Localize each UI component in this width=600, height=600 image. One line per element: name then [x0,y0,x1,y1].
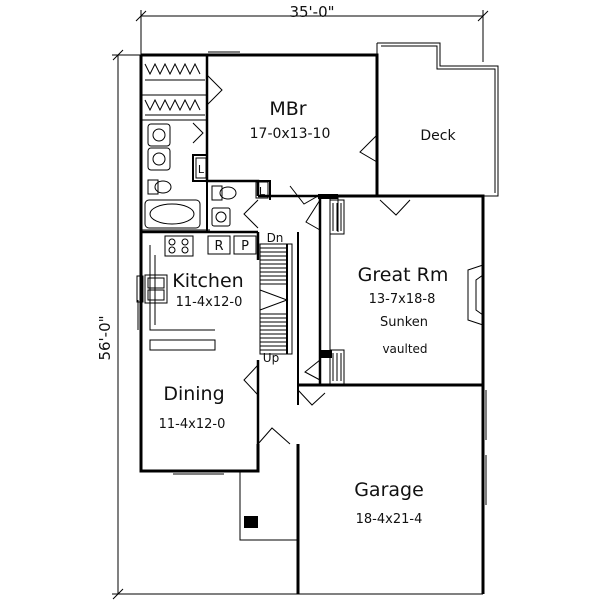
windows [137,51,240,475]
stairs-down-label: Dn [267,231,284,245]
deck [376,42,499,197]
room-mbr-name: MBr [269,98,306,120]
staircase [259,243,293,355]
hall-post-2 [320,350,332,358]
interior-walls [141,55,377,444]
room-mbr-size: 17-0x13-10 [250,126,331,142]
kitchen-fixtures [136,235,257,304]
room-garage-name: Garage [354,479,424,501]
room-great-rm-note2: vaulted [382,342,427,356]
pantry-label: P [241,239,249,254]
closet-shelving [144,62,205,116]
room-dining-size: 11-4x12-0 [159,417,226,432]
linen-label-2: L [259,185,266,198]
bath-fixtures [144,123,237,229]
stairs-up-label: Up [263,351,279,365]
dimension-width [135,10,489,62]
linen-label-1: L [198,163,205,176]
hall-post-1 [318,194,338,199]
linen-closet-2 [255,181,269,199]
dimension-depth [112,49,298,600]
fireplace [467,264,484,326]
room-kitchen-size: 11-4x12-0 [176,295,243,310]
room-great-rm-name: Great Rm [358,264,449,286]
dimension-width-label: 35'-0" [289,3,334,21]
room-great-rm-size: 13-7x18-8 [369,292,436,307]
front-walk [239,471,298,541]
room-dining-name: Dining [163,383,224,405]
linen-closet-1 [195,157,207,179]
great-room-closets [329,199,345,385]
room-garage-size: 18-4x21-4 [356,512,423,527]
room-deck-name: Deck [420,128,456,144]
refrigerator-label: R [214,239,223,254]
room-great-rm-note1: Sunken [380,315,428,330]
exterior-walls [139,53,485,595]
doors [192,74,411,445]
dimension-depth-label: 56'-0" [96,315,114,360]
room-kitchen-name: Kitchen [172,270,243,292]
